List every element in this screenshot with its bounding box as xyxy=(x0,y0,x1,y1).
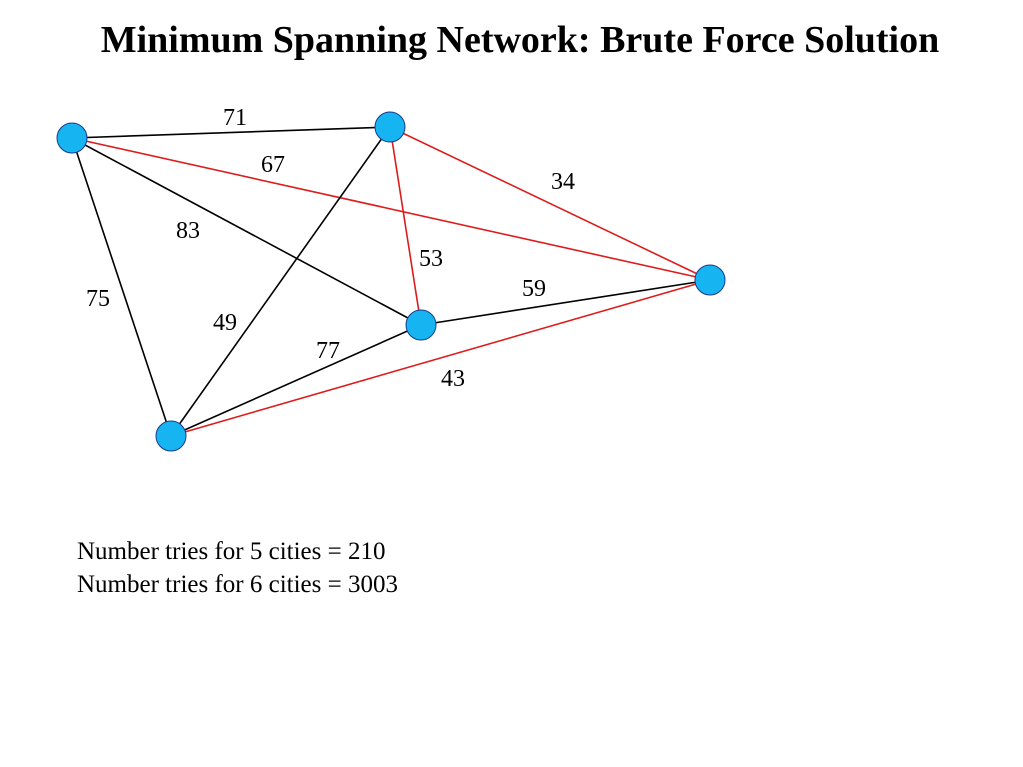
edge-weight-label-d-e: 43 xyxy=(441,366,465,392)
edge-weight-label-b-d: 49 xyxy=(213,310,237,336)
edge-weight-label-b-c: 53 xyxy=(419,246,443,272)
edge-a-b xyxy=(71,126,391,139)
city-node-c xyxy=(405,309,437,341)
edge-b-d xyxy=(170,126,391,437)
city-node-d xyxy=(155,420,187,452)
tries-line-5-cities: Number tries for 5 cities = 210 xyxy=(77,538,386,565)
tries-info: Number tries for 5 cities = 210 Number t… xyxy=(77,535,398,601)
edge-a-d xyxy=(71,137,172,437)
edge-layer xyxy=(71,126,711,437)
edge-weight-label-b-e: 34 xyxy=(551,169,575,195)
edge-weight-label-a-c: 83 xyxy=(176,218,200,244)
edge-weight-label-c-d: 77 xyxy=(316,338,340,364)
edge-a-c xyxy=(71,137,422,326)
city-node-b xyxy=(374,111,406,143)
edge-a-e-highlighted xyxy=(71,137,711,281)
tries-line-6-cities: Number tries for 6 cities = 3003 xyxy=(77,571,398,598)
edge-weight-label-a-d: 75 xyxy=(86,286,110,312)
edge-c-e xyxy=(420,279,711,326)
edge-d-e-highlighted xyxy=(170,279,711,437)
edge-b-e-highlighted xyxy=(389,126,711,281)
weight-label-layer: 71 67 34 83 53 59 75 49 77 43 xyxy=(86,105,575,392)
edge-weight-label-a-e: 67 xyxy=(261,152,285,178)
network-diagram: 71 67 34 83 53 59 75 49 77 43 xyxy=(56,105,726,452)
edge-c-d xyxy=(170,324,422,437)
slide-title: Minimum Spanning Network: Brute Force So… xyxy=(100,19,940,61)
node-layer xyxy=(56,111,726,452)
edge-b-c-highlighted xyxy=(389,126,422,326)
edge-weight-label-c-e: 59 xyxy=(522,276,546,302)
city-node-e xyxy=(694,264,726,296)
edge-weight-label-a-b: 71 xyxy=(223,105,247,131)
city-node-a xyxy=(56,122,88,154)
